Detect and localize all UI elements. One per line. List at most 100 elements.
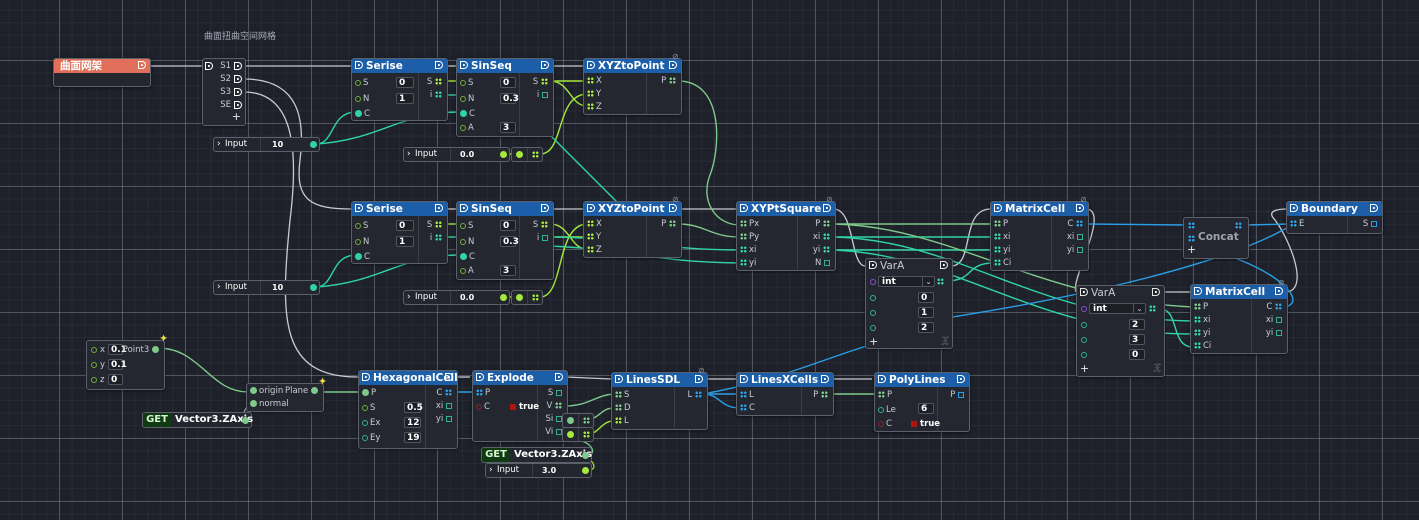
exec-in-icon[interactable] (587, 61, 595, 69)
port-n[interactable]: N (355, 93, 369, 105)
input-ring-icon[interactable] (1081, 337, 1087, 343)
xyz-to-point-node-2[interactable]: XYZtoPoint X Y Z P (583, 201, 682, 258)
z-value-input[interactable]: 0 (108, 374, 123, 385)
input-dot-icon[interactable] (516, 151, 523, 158)
exec-in-icon[interactable] (460, 204, 468, 212)
explode-node[interactable]: Explode P C true S V Si Vi (472, 370, 568, 442)
matrix-header[interactable]: MatrixCell (991, 202, 1088, 216)
exec-out-icon[interactable] (669, 204, 677, 212)
value-input[interactable]: 2 (918, 322, 934, 333)
s-value-input[interactable]: 0.5 (404, 402, 423, 413)
port-c[interactable]: C (355, 251, 370, 263)
port-out-s[interactable]: S (548, 387, 564, 399)
xyz-header[interactable]: XYZtoPoint (584, 59, 681, 73)
port-p[interactable]: P (1194, 301, 1208, 313)
port-out-yi[interactable]: yi (1266, 327, 1284, 339)
matrix-cell-node-1[interactable]: MatrixCell P xi yi Ci C xi yi (990, 201, 1089, 271)
port-out-xi[interactable]: xi (813, 231, 832, 243)
list-port-icon[interactable] (583, 431, 590, 438)
serise-header[interactable]: Serise (352, 202, 447, 216)
port-yi[interactable]: yi (1194, 327, 1210, 339)
port-xi[interactable]: xi (740, 244, 756, 256)
exec-out-icon[interactable] (1152, 288, 1160, 296)
exec-in-icon[interactable] (740, 204, 748, 212)
s-value-input[interactable]: 0 (500, 77, 516, 88)
chevron-right-icon[interactable]: › (407, 149, 411, 159)
sinseq-header[interactable]: SinSeq (457, 59, 553, 73)
exec-out-icon[interactable] (234, 75, 242, 83)
port-out-s[interactable]: S (427, 76, 444, 88)
port-p[interactable]: P (362, 387, 376, 399)
exec-out-icon[interactable] (695, 375, 703, 383)
exec-out-icon[interactable] (555, 373, 563, 381)
port-s[interactable]: S (355, 220, 368, 232)
exec-in-icon[interactable] (460, 61, 468, 69)
output-dot-icon[interactable] (500, 151, 507, 158)
eye-off-icon[interactable]: ⊘ (1278, 278, 1285, 287)
port-out-xi[interactable]: xi (436, 400, 454, 412)
eye-off-icon[interactable]: ⊘ (672, 195, 679, 204)
port-l[interactable]: L (615, 415, 629, 427)
port-n[interactable]: N (460, 236, 474, 248)
exec-out-icon[interactable] (821, 375, 829, 383)
linesxcells-header[interactable]: LinesXCells (737, 373, 833, 387)
polylines-node[interactable]: PolyLines P Le 6 C true P (874, 372, 970, 432)
port-out-p[interactable]: P (661, 75, 678, 87)
c-toggle[interactable]: true (510, 401, 539, 413)
serise-node-2[interactable]: Serise S 0 N 1 C S i (351, 201, 448, 264)
port-normal[interactable]: normal (250, 398, 289, 410)
exec-in-icon[interactable] (476, 373, 484, 381)
explode-header[interactable]: Explode (473, 371, 567, 385)
input-ring-icon[interactable] (870, 295, 876, 301)
chevron-right-icon[interactable]: › (217, 282, 221, 292)
port-a[interactable]: A (460, 265, 474, 277)
port-out-i[interactable]: i (537, 89, 550, 101)
list-wrap-node-4[interactable] (562, 427, 594, 442)
port-c[interactable]: C (476, 401, 490, 413)
port-out-p[interactable]: P (950, 389, 966, 401)
s-value-input[interactable]: 0 (396, 77, 414, 88)
port-s[interactable]: S (460, 77, 473, 89)
input-node-3[interactable]: › Input 10 (213, 280, 320, 295)
xyz-to-point-node-1[interactable]: XYZtoPoint X Y Z P (583, 58, 682, 115)
hexagonal-cell-node[interactable]: HexagonalCell P S 0.5 Ex 12 Ey 19 C xi y… (358, 370, 458, 449)
mesh-node-header[interactable]: 曲面网架 (54, 59, 150, 73)
port-c[interactable]: C (460, 251, 475, 263)
xypt-square-node[interactable]: XYPtSquare Px Py xi yi P xi yi N (736, 201, 836, 271)
c-toggle[interactable]: true (911, 418, 940, 430)
lines-x-cells-node[interactable]: LinesXCells L C P (736, 372, 834, 416)
port-ex[interactable]: Ex (362, 417, 380, 429)
exec-out-icon[interactable] (234, 88, 242, 96)
output-dot-icon[interactable] (500, 294, 507, 301)
port-out-i[interactable]: i (537, 232, 550, 244)
vara-header[interactable]: VarA (866, 259, 952, 273)
lines-sdl-node[interactable]: LinesSDL S D L L (611, 372, 708, 430)
polylines-header[interactable]: PolyLines (875, 373, 969, 387)
get-vector3-zaxis-2[interactable]: GET Vector3.ZAxis (481, 447, 592, 463)
chevron-down-icon[interactable]: ⌄ (1133, 304, 1145, 313)
input-node-5[interactable]: › Input 3.0 (485, 463, 592, 478)
port-py[interactable]: Py (740, 231, 759, 243)
checkbox-icon[interactable] (911, 420, 917, 427)
point3-node[interactable]: x 0.1 y 0.1 z 0 Point3 (86, 340, 165, 390)
s-value-input[interactable]: 0 (396, 220, 414, 231)
matrix-cell-node-2[interactable]: MatrixCell P xi yi Ci C xi yi (1190, 284, 1288, 354)
list-wrap-node-3[interactable] (562, 413, 594, 428)
port-origin[interactable]: origin (250, 385, 283, 397)
eye-off-icon[interactable]: ⊘ (698, 366, 705, 375)
exec-in-icon[interactable] (878, 375, 886, 383)
exec-out-icon[interactable] (940, 261, 948, 269)
concat-node[interactable]: Concat + (1183, 217, 1249, 259)
add-value-button[interactable]: + (869, 335, 879, 348)
port-le[interactable]: Le (878, 404, 896, 416)
get-vector3-zaxis-1[interactable]: GET Vector3.ZAxis (142, 412, 253, 428)
port-px[interactable]: Px (740, 218, 759, 230)
exec-out-icon[interactable] (823, 204, 831, 212)
value-input[interactable]: 2 (1129, 319, 1145, 330)
matrix-header[interactable]: MatrixCell (1191, 285, 1287, 299)
le-value-input[interactable]: 6 (918, 403, 934, 414)
output-dot-icon[interactable] (582, 467, 589, 474)
port-out-si[interactable]: Si (546, 413, 564, 425)
list-wrap-node-1[interactable] (511, 147, 543, 162)
sinseq-node-2[interactable]: SinSeq S 0 N 0.3 C A 3 S i (456, 201, 554, 280)
